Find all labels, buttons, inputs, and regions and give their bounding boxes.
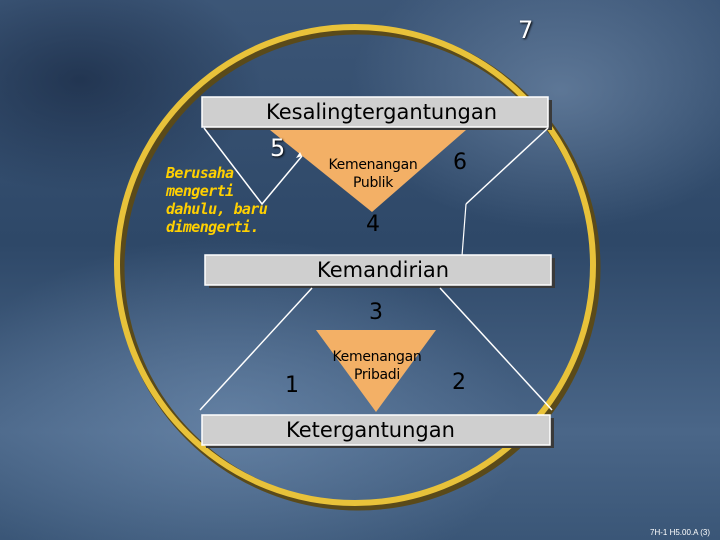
- line-6: [465, 127, 549, 205]
- middle-bar-label: Kemandirian: [317, 258, 450, 282]
- bottom-bar-label: Ketergantungan: [286, 418, 455, 442]
- top-bar: [201, 96, 549, 128]
- slide-code: 7H-1 H5.00.A (3): [650, 528, 711, 537]
- habit-number-3: 3: [369, 300, 383, 325]
- habit-number-5: 5: [270, 134, 286, 162]
- habit-number-1: 1: [285, 373, 299, 398]
- habit-number-4: 4: [366, 212, 380, 237]
- habit-number-2: 2: [452, 370, 466, 395]
- public-victory-label: Kemenangan Publik: [328, 157, 418, 191]
- private-victory-triangle: [316, 330, 436, 412]
- public-victory-triangle: [270, 130, 466, 212]
- middle-bar: [204, 254, 552, 286]
- private-victory-label: Kemenangan Pribadi: [332, 349, 422, 383]
- line-1: [199, 287, 313, 411]
- line-5: [203, 127, 303, 206]
- habit-number-6: 6: [453, 150, 467, 175]
- outer-circle: [114, 24, 596, 506]
- bottom-bar: [201, 414, 551, 446]
- habit-number-7: 7: [518, 16, 534, 44]
- line-2: [439, 287, 553, 411]
- top-bar-label: Kesalingtergantungan: [266, 100, 498, 124]
- side-note: Berusaha mengerti dahulu, baru dimengert…: [166, 164, 268, 236]
